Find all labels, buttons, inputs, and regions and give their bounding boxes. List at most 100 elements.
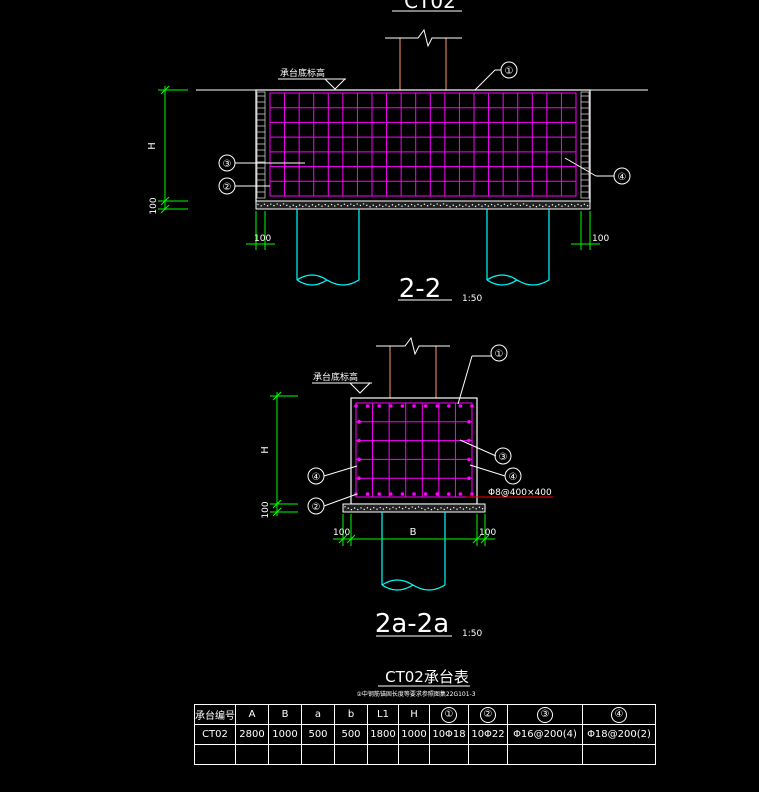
section-title-2a-2a: 2a-2a [375, 609, 449, 639]
rebar-dot [389, 492, 393, 496]
hatch-dot [363, 508, 365, 511]
cell: 2800 [235, 724, 269, 745]
rebar-dot [467, 438, 471, 443]
hatch-dot [382, 508, 385, 510]
hatch-dot [389, 508, 391, 510]
hatch-dot [391, 204, 394, 206]
hatch-dot [497, 203, 499, 206]
brick-walls [256, 91, 590, 199]
elevation-marker-2 [312, 382, 372, 394]
column-stub [385, 28, 462, 90]
hatch-dot [366, 507, 369, 509]
cell: Φ18@200(2) [582, 724, 656, 745]
callout-4-left: ④ [307, 465, 358, 485]
hatch-dot [417, 506, 420, 508]
hatch-dot [266, 205, 269, 207]
hatch-dot [440, 507, 442, 509]
rebar-outer-stirrup [269, 92, 577, 197]
hatch-dot [308, 205, 310, 208]
cell: Φ16@200(4) [507, 724, 583, 745]
rebar-dot [412, 404, 416, 408]
hatch-dot [292, 204, 294, 206]
rebar-dot [467, 476, 471, 481]
hatch-dot [379, 506, 381, 509]
rebar-dot [357, 476, 361, 481]
hatch-dot [500, 205, 502, 207]
svg-text:①: ① [505, 66, 514, 77]
dim-100-right-2: 100 [479, 528, 496, 538]
hatch-dot [421, 507, 423, 510]
dim-100-left-2: 100 [333, 528, 350, 538]
hatch-dot [462, 508, 465, 510]
hatch-dot [311, 204, 314, 206]
cell: 1800 [367, 724, 399, 745]
header-b-small: b [334, 704, 368, 725]
hatch-dot [405, 506, 407, 508]
rebar-dot [400, 404, 405, 408]
callout-3: ③ [218, 154, 305, 172]
header-a-small: a [301, 704, 335, 725]
rebar-dot [357, 457, 361, 462]
header-h: H [398, 704, 430, 725]
hatch-dot [408, 507, 410, 510]
hatch-dot [529, 206, 531, 208]
hatch-dot [443, 508, 445, 511]
column-stub-2 [376, 336, 450, 398]
hatch-dot [392, 506, 394, 509]
rebar-dot [389, 404, 393, 408]
table-row: CT02 2800 1000 500 500 1800 1000 10Φ18 1… [194, 724, 656, 745]
hatch-dot [570, 203, 573, 206]
cell [582, 744, 656, 765]
hatch-dot [385, 204, 387, 206]
rebar-grid [269, 92, 577, 197]
hatch-dot [513, 204, 515, 207]
rebar-dot [470, 492, 474, 496]
hatch-dot [376, 508, 378, 510]
hatch-dot [433, 204, 435, 207]
hatch-dot [423, 203, 426, 205]
hatch-dot [372, 204, 374, 206]
hatch-dot [433, 507, 436, 509]
table-subtitle: ②中钢筋锚固长度等要求参照图集22G101-3 [356, 690, 475, 698]
pile-cap-schedule-table: 承台编号 A B a b L1 H ① ② ③ ④ CT02 2800 1000… [194, 704, 656, 765]
rebar-dot [447, 404, 451, 408]
hatch-dot [334, 205, 336, 207]
stirrup-note: Φ8@400×400 [488, 488, 552, 498]
rebar-dot [467, 457, 471, 462]
rebar-dot [377, 404, 382, 408]
hatch-dot [427, 507, 429, 509]
hatch-dot [414, 205, 416, 207]
hatch-dot [321, 205, 323, 207]
cell: 10Φ22 [468, 724, 508, 745]
cell [301, 744, 335, 765]
hatch-dot [548, 205, 550, 208]
svg-text:④: ④ [312, 472, 321, 483]
hatch-dot [420, 205, 422, 207]
header-rebar-3: ③ [507, 704, 583, 725]
header-rebar-1-label: ① [441, 706, 457, 723]
hatch-dot [475, 508, 477, 510]
hatch-dot [401, 508, 404, 510]
header-rebar-4-label: ④ [611, 706, 627, 723]
hatch-dot [519, 204, 522, 207]
hatch-dot [337, 203, 339, 206]
hatch-dot [484, 203, 486, 206]
section-2-2: 承台底标高 H 100 100 100 ① [147, 28, 648, 304]
hatch-dot [401, 205, 403, 207]
hatch-dot [411, 506, 413, 508]
hatch-dot [446, 507, 449, 509]
hatch-dot [574, 205, 576, 207]
hatch-dot [350, 508, 353, 511]
callout-1: ① [474, 61, 518, 91]
hatch-dot [442, 203, 445, 205]
hatch-dot [327, 205, 330, 207]
elevation-label: 承台底标高 [280, 67, 325, 79]
hatch-dot [437, 508, 439, 511]
table-row-empty [194, 744, 656, 765]
hatch-dot [516, 203, 518, 205]
hatch-dot [375, 205, 378, 208]
hatch-dot [535, 205, 538, 208]
hatch-dot [459, 506, 461, 509]
hatch-dot [373, 507, 375, 509]
dim-100-left: 100 [254, 234, 271, 244]
